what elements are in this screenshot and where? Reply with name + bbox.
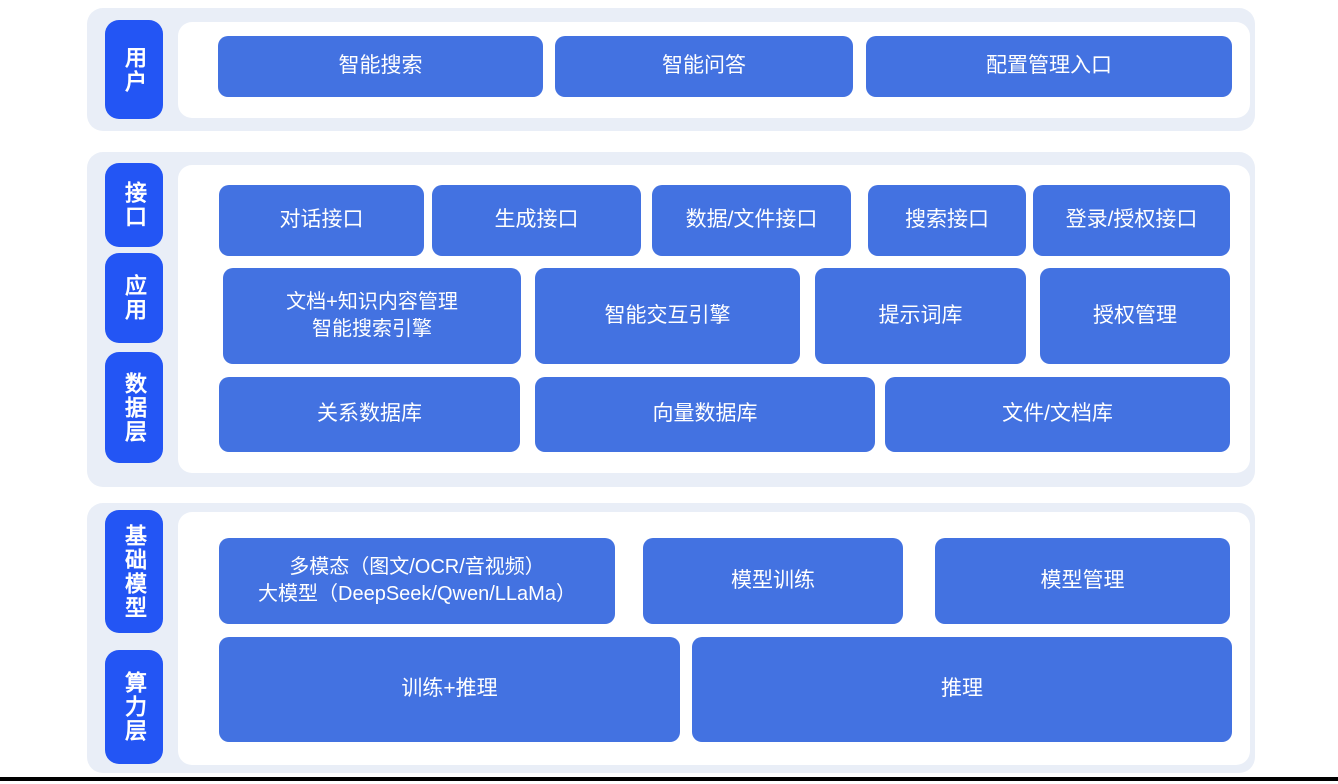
node-doc-knowledge-management-search-engine: 文档+知识内容管理 智能搜索引擎 xyxy=(223,268,521,364)
interface-application-data-node-container: 对话接口 生成接口 数据/文件接口 搜索接口 登录/授权接口 文档+知识内容管理… xyxy=(178,165,1250,473)
node-label-line2: 智能搜索引擎 xyxy=(312,318,432,340)
node-generation-interface: 生成接口 xyxy=(432,185,641,256)
layer-label-compute: 算力层 xyxy=(105,650,163,764)
node-smart-search: 智能搜索 xyxy=(218,36,543,97)
node-smart-interaction-engine: 智能交互引擎 xyxy=(535,268,800,364)
node-data-file-interface: 数据/文件接口 xyxy=(652,185,851,256)
node-config-management-entry: 配置管理入口 xyxy=(866,36,1232,97)
user-layer-panel: 用户 智能搜索 智能问答 配置管理入口 xyxy=(87,8,1255,131)
node-label-line1: 多模态（图文/OCR/音视频） xyxy=(289,556,545,578)
layer-label-foundation-model: 基础模型 xyxy=(105,510,163,633)
node-inference: 推理 xyxy=(692,637,1232,742)
node-label-line2: 大模型（DeepSeek/Qwen/LLaMa） xyxy=(258,583,576,605)
bottom-border-rule xyxy=(0,777,1338,781)
layer-label-application: 应用 xyxy=(105,253,163,343)
layer-label-data: 数据层 xyxy=(105,352,163,463)
node-authorization-management: 授权管理 xyxy=(1040,268,1230,364)
node-multimodal-large-model: 多模态（图文/OCR/音视频） 大模型（DeepSeek/Qwen/LLaMa） xyxy=(219,538,615,624)
layer-label-user: 用户 xyxy=(105,20,163,119)
node-smart-qa: 智能问答 xyxy=(555,36,853,97)
node-prompt-library: 提示词库 xyxy=(815,268,1026,364)
node-model-training: 模型训练 xyxy=(643,538,903,624)
node-relational-database: 关系数据库 xyxy=(219,377,520,452)
node-file-document-store: 文件/文档库 xyxy=(885,377,1230,452)
node-label-line1: 文档+知识内容管理 xyxy=(286,291,458,313)
user-layer-node-container: 智能搜索 智能问答 配置管理入口 xyxy=(178,22,1250,118)
node-dialog-interface: 对话接口 xyxy=(219,185,424,256)
layer-label-interface: 接口 xyxy=(105,163,163,247)
interface-application-data-panel: 接口 应用 数据层 对话接口 生成接口 数据/文件接口 搜索接口 登录/授权接口… xyxy=(87,152,1255,487)
node-training-plus-inference: 训练+推理 xyxy=(219,637,680,742)
node-vector-database: 向量数据库 xyxy=(535,377,875,452)
node-search-interface: 搜索接口 xyxy=(868,185,1026,256)
node-model-management: 模型管理 xyxy=(935,538,1230,624)
foundation-model-compute-panel: 基础模型 算力层 多模态（图文/OCR/音视频） 大模型（DeepSeek/Qw… xyxy=(87,503,1255,773)
foundation-model-compute-node-container: 多模态（图文/OCR/音视频） 大模型（DeepSeek/Qwen/LLaMa）… xyxy=(178,512,1250,765)
node-login-auth-interface: 登录/授权接口 xyxy=(1033,185,1230,256)
